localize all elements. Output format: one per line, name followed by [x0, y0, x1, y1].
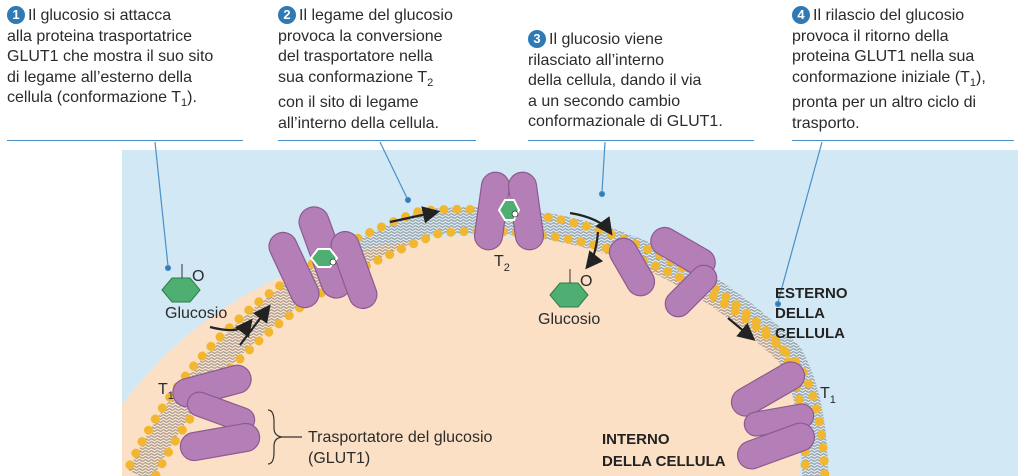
callout-leaders — [154, 141, 823, 308]
arrow-step2-to-t2 — [389, 206, 441, 224]
svg-text:O: O — [580, 273, 592, 290]
glucose-molecule-right: O — [549, 269, 592, 308]
step-3-rule — [528, 140, 754, 141]
step-number-badge: 3 — [528, 30, 546, 48]
step-number-badge: 1 — [7, 6, 25, 24]
arrow-step1-to-step2 — [239, 304, 271, 346]
step-number-badge: 2 — [278, 6, 296, 24]
glucose-label-left: Glucosio — [165, 305, 227, 322]
step-4-rule — [792, 140, 1014, 141]
step-number-badge: 4 — [792, 6, 810, 24]
glut1-protein-step3 — [608, 226, 718, 318]
outside-cell-label: ESTERNO — [775, 285, 848, 302]
transporter-label-sub: (GLUT1) — [308, 450, 370, 467]
glucose-molecule-bound-t2 — [497, 199, 521, 221]
glucose-label-right: Glucosio — [538, 311, 600, 328]
glut1-protein-t2 — [473, 171, 545, 251]
arrow-t2-to-step3 — [569, 211, 613, 236]
outside-cell-label-2: DELLA — [775, 305, 825, 322]
inside-cell-label: INTERNO — [602, 431, 670, 448]
step-1-rule — [7, 140, 243, 141]
t1-label-right: T1 — [820, 385, 836, 406]
step-2-rule — [278, 140, 476, 141]
glut1-protein-t1-left — [172, 364, 261, 462]
transporter-label: Trasportatore del glucosio — [308, 429, 492, 446]
arrow-glucose-release — [585, 231, 604, 270]
outside-cell-label-3: CELLULA — [775, 325, 845, 342]
glucose-molecule-left: O — [161, 264, 204, 303]
arrow-step3-to-t1 — [727, 317, 756, 341]
inside-cell-label-2: DELLA CELLULA — [602, 453, 726, 470]
arrow-glucose-binding — [209, 318, 253, 338]
svg-text:O: O — [192, 268, 204, 285]
t2-label: T2 — [494, 253, 510, 274]
glucose-molecule-bound-step2 — [309, 248, 339, 268]
process-arrows — [209, 206, 756, 346]
glut1-protein-t1-right — [730, 361, 816, 470]
t1-label-left: T1 — [158, 381, 174, 402]
